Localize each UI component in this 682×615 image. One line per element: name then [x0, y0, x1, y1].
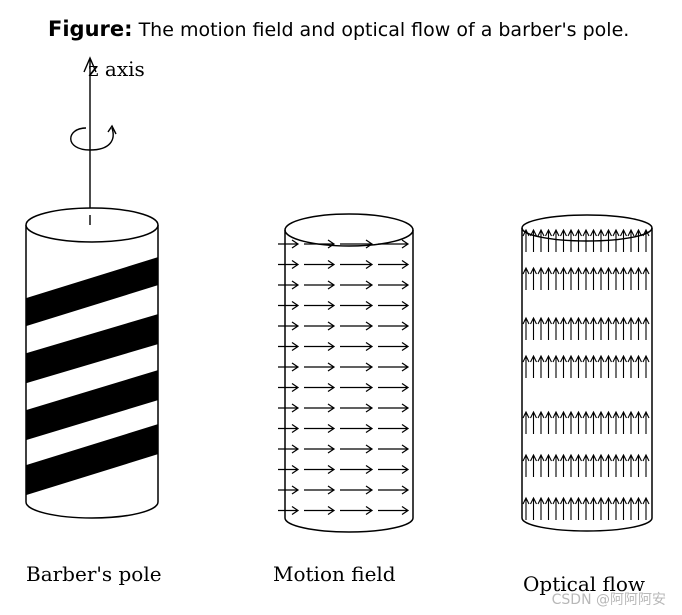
motion-arrow — [340, 506, 374, 515]
motion-field-arrows — [278, 239, 410, 515]
motion-arrow — [340, 465, 374, 474]
motion-arrow — [340, 424, 374, 433]
flow-arrow-row — [522, 266, 650, 290]
motion-arrow — [378, 342, 410, 351]
z-axis-label: z axis — [88, 57, 145, 81]
motion-field-pole — [278, 213, 414, 533]
motion-arrow — [278, 403, 300, 413]
motion-arrow — [378, 280, 410, 290]
motion-field-label: Motion field — [273, 562, 396, 586]
motion-arrow — [378, 383, 410, 392]
motion-arrow — [340, 485, 374, 495]
motion-arrow — [340, 444, 374, 454]
motion-arrow — [278, 321, 300, 331]
motion-arrow — [304, 424, 336, 433]
flow-arrow-row — [522, 316, 650, 340]
flow-arrow-row — [522, 453, 650, 477]
motion-arrow — [278, 362, 300, 372]
barber-pole — [25, 207, 159, 519]
motion-arrow — [304, 485, 336, 495]
barber-pole-stripes — [26, 255, 158, 497]
motion-arrow — [378, 465, 410, 474]
motion-arrow — [378, 301, 410, 310]
watermark: CSDN @阿阿阿安 — [551, 592, 666, 608]
motion-arrow — [304, 321, 336, 331]
motion-arrow — [378, 444, 410, 454]
flow-arrow-row — [522, 228, 650, 252]
motion-arrow — [278, 260, 300, 269]
flow-arrow-row — [522, 496, 650, 520]
caption-prefix: Figure: — [48, 17, 133, 41]
motion-arrow — [304, 506, 336, 515]
z-axis-arrowhead — [83, 56, 97, 73]
motion-arrow — [340, 342, 374, 351]
motion-arrow — [278, 239, 300, 249]
motion-arrow — [304, 403, 336, 413]
motion-arrow — [340, 403, 374, 413]
motion-arrow — [378, 485, 410, 495]
motion-arrow — [278, 485, 300, 495]
optical-flow-pole — [521, 214, 653, 532]
motion-arrow — [340, 280, 374, 290]
motion-arrow — [378, 321, 410, 331]
rotation-arrowhead-icon — [107, 124, 117, 135]
motion-arrow — [278, 465, 300, 474]
motion-arrow — [340, 383, 374, 392]
motion-arrow — [304, 301, 336, 310]
motion-arrow — [304, 383, 336, 392]
motion-arrow — [340, 321, 374, 331]
flow-arrow-row — [522, 354, 650, 378]
motion-arrow — [278, 342, 300, 351]
motion-arrow — [340, 301, 374, 310]
motion-arrow — [378, 239, 410, 249]
motion-arrow — [278, 424, 300, 433]
flow-arrow-row — [522, 410, 650, 434]
motion-arrow — [304, 239, 336, 249]
motion-arrow — [278, 506, 300, 515]
motion-arrow — [378, 362, 410, 372]
motion-arrow — [304, 342, 336, 351]
optical-flow-label: Optical flow — [523, 572, 646, 596]
motion-arrow — [278, 280, 300, 290]
motion-arrow — [304, 280, 336, 290]
motion-arrow — [278, 301, 300, 310]
optical-flow-arrows — [522, 228, 650, 520]
motion-arrow — [278, 383, 300, 392]
motion-arrow — [304, 260, 336, 269]
rotation-arrow-icon — [70, 127, 114, 151]
motion-arrow — [340, 362, 374, 372]
caption-text: The motion field and optical flow of a b… — [138, 19, 630, 41]
motion-arrow — [340, 239, 374, 249]
motion-arrow — [304, 465, 336, 474]
z-axis — [70, 56, 117, 215]
motion-arrow — [378, 260, 410, 269]
motion-arrow — [378, 506, 410, 515]
motion-arrow — [378, 403, 410, 413]
motion-arrow — [304, 444, 336, 454]
motion-arrow — [304, 362, 336, 372]
motion-arrow — [278, 444, 300, 454]
barber-pole-label: Barber's pole — [26, 562, 162, 586]
motion-arrow — [340, 260, 374, 269]
motion-arrow — [378, 424, 410, 433]
figure-caption: Figure: The motion field and optical flo… — [48, 17, 629, 41]
